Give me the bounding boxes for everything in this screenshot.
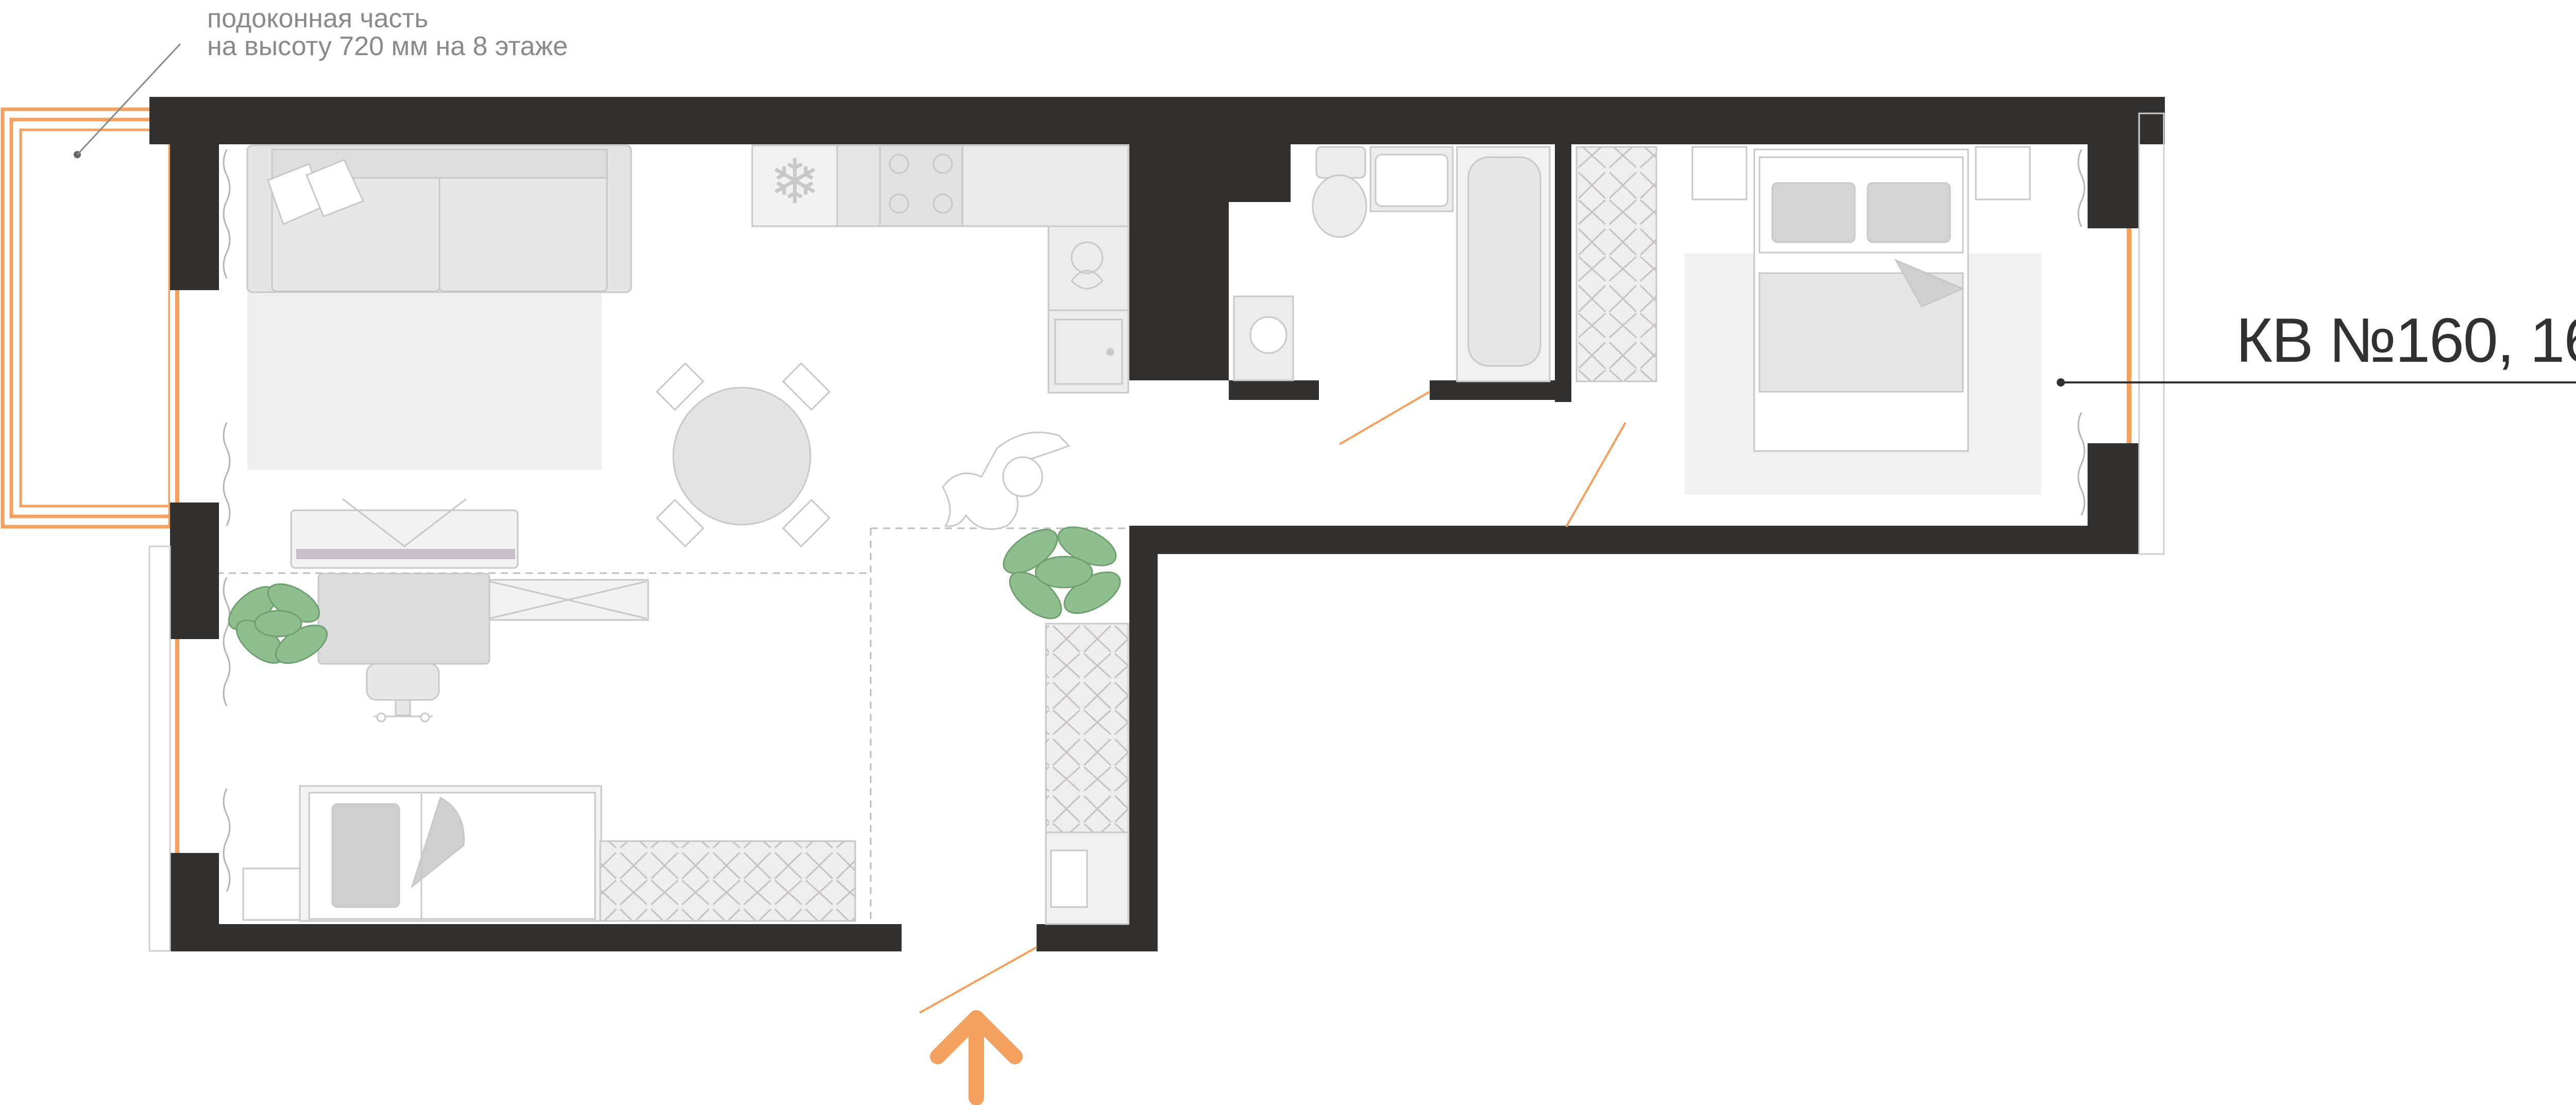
apartment-number-label: КВ №160, 165 <box>2236 305 2576 375</box>
snowflake-icon: ❄ <box>769 146 821 218</box>
dining-table <box>655 362 831 548</box>
desk <box>317 573 649 723</box>
double-bed <box>1691 146 2031 452</box>
annotation-line-2: на высоту 720 мм на 8 этаже <box>207 31 568 61</box>
sofa-pillows <box>267 159 365 226</box>
kitchen <box>751 144 1129 394</box>
balcony <box>1 107 172 529</box>
bathroom <box>1233 146 1551 382</box>
single-bed <box>242 785 602 922</box>
tv-stand <box>290 498 519 569</box>
windows <box>148 112 2165 952</box>
wardrobe <box>599 840 856 922</box>
arrow-up-icon <box>930 1010 1023 1105</box>
annotation-line-1: подоконная часть <box>207 4 429 34</box>
living-room-carpet <box>247 291 602 470</box>
corridor-wardrobe <box>1045 623 1129 833</box>
curtains <box>223 149 2086 892</box>
annotation-leader <box>76 43 181 156</box>
door-swings <box>919 391 1626 1014</box>
plant <box>228 583 328 664</box>
bedroom-wardrobe <box>1575 146 1657 382</box>
person-figure <box>942 431 1071 530</box>
plant <box>1003 526 1121 620</box>
walls <box>149 97 2165 951</box>
shoe-cabinet <box>1045 831 1129 925</box>
